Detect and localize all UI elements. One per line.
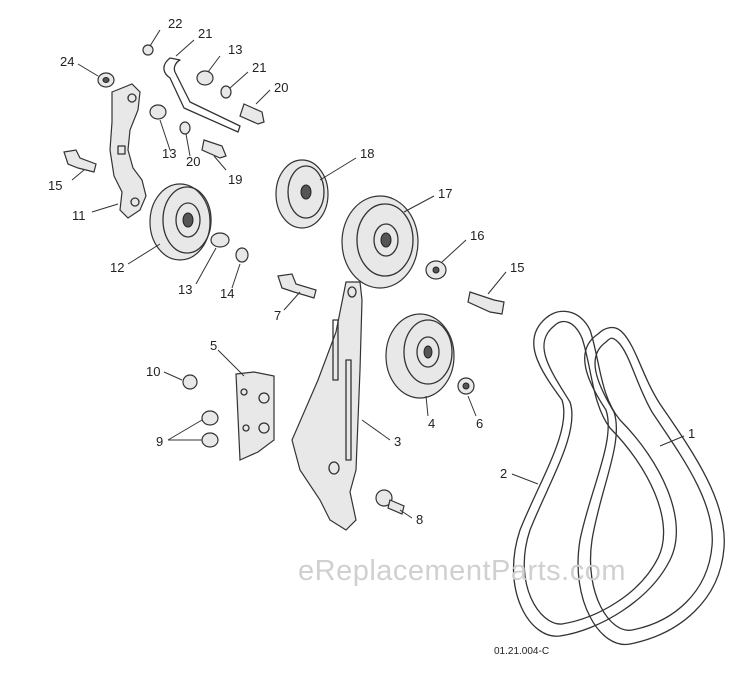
pulley-part-12 [149, 183, 212, 261]
washer-part-17 [425, 260, 447, 280]
bracket-part-5 [235, 371, 275, 461]
nut-part-14 [235, 247, 249, 263]
callout-21-top: 21 [252, 60, 266, 75]
callout-7: 7 [274, 308, 281, 323]
callout-20-top: 20 [274, 80, 288, 95]
callout-9: 9 [156, 434, 163, 449]
callout-10: 10 [146, 364, 160, 379]
bolt-part-10 [182, 374, 198, 390]
callout-labels: 22 21 24 13 21 20 13 20 19 15 11 12 13 1… [48, 16, 695, 527]
rod-part-22 [163, 57, 241, 133]
nut-part-23 [142, 44, 154, 56]
callout-6: 6 [476, 416, 483, 431]
idler-arm-part-3 [291, 281, 363, 531]
drawing-code: 01.21.004-C [494, 646, 549, 657]
callout-3: 3 [394, 434, 401, 449]
nuts-part-21 [179, 85, 232, 135]
nut-part-6 [457, 377, 475, 395]
callout-13-mid: 13 [162, 146, 176, 161]
callout-17: 16 [470, 228, 484, 243]
callout-16: 15 [510, 260, 524, 275]
bolt-part-7 [277, 273, 317, 299]
callout-8: 8 [416, 512, 423, 527]
washers-part-13 [149, 70, 230, 248]
pulley-part-19 [275, 159, 329, 229]
watermark: eReplacementParts.com [298, 555, 626, 587]
belt-part-1 [577, 326, 725, 646]
callout-14: 14 [220, 286, 234, 301]
callout-15: 15 [48, 178, 62, 193]
callout-5: 5 [210, 338, 217, 353]
idler-bracket-part-11 [109, 83, 147, 219]
callout-21-mid: 20 [186, 154, 200, 169]
callout-22: 21 [198, 26, 212, 41]
bolts-part-20 [201, 103, 265, 159]
callout-12: 12 [110, 260, 124, 275]
pulley-part-4 [385, 313, 455, 399]
callout-24: 24 [60, 54, 74, 69]
callout-18: 17 [438, 186, 452, 201]
callout-19: 18 [360, 146, 374, 161]
bolt-part-15 [63, 149, 97, 173]
callout-23: 22 [168, 16, 182, 31]
bolts-part-9 [201, 410, 219, 448]
bolt-part-16 [467, 291, 505, 315]
nut-part-24 [97, 72, 115, 88]
leader-lines [71, 29, 685, 519]
callout-4: 4 [428, 416, 435, 431]
pulley-part-18 [341, 195, 419, 289]
callout-2: 2 [500, 466, 507, 481]
callout-1: 1 [688, 426, 695, 441]
belt-part-2 [512, 310, 677, 637]
callout-13-top: 13 [228, 42, 242, 57]
callout-11: 11 [72, 208, 86, 223]
callout-13-low: 13 [178, 282, 192, 297]
callout-20-mid: 19 [228, 172, 242, 187]
